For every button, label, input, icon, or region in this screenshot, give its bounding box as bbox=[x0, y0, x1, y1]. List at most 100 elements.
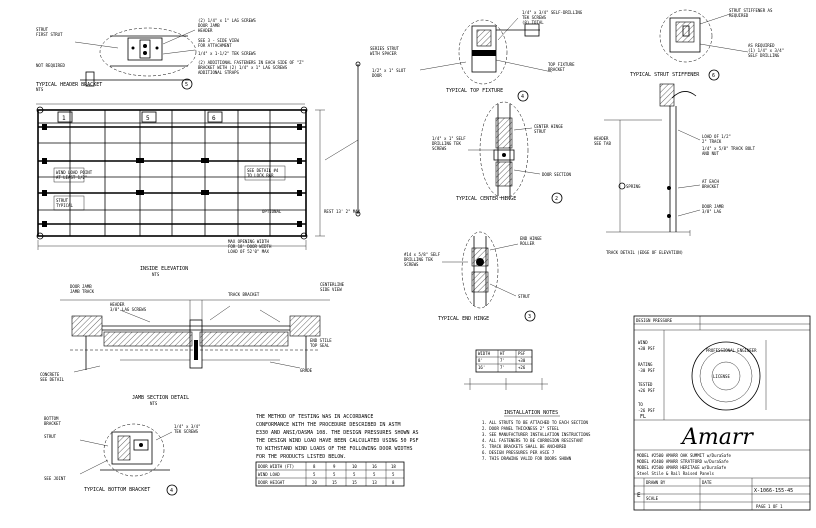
tb-drawing-no: X-1066-155-45 bbox=[754, 488, 793, 494]
center-hinge-title: TYPICAL CENTER HINGE bbox=[456, 196, 516, 202]
bottom-bracket-detail: 4 TYPICAL BOTTOM BRACKET BOTTOM BRACKET … bbox=[44, 416, 201, 496]
bottom-bracket-note-4: TEK SCREWS bbox=[174, 429, 199, 434]
spec-line-0: THE METHOD OF TESTING WAS IN ACCORDANCE bbox=[256, 414, 373, 420]
install-line-0: 1. ALL STRUTS TO BE ATTACHED TO EACH SEC… bbox=[482, 420, 589, 425]
jamb-note-2: HEADER bbox=[110, 302, 125, 307]
end-hinge-note-4: ROLLER bbox=[520, 241, 535, 246]
bracket-note-3: SEE 3 - SIDE VIEW bbox=[198, 38, 240, 43]
install-line-3: 4. ALL FASTENERS TO BE CORROSION RESISTA… bbox=[482, 438, 584, 443]
wind-h1: 8 bbox=[313, 464, 316, 469]
stiffener-note-2: AS REQUIRED bbox=[748, 43, 775, 48]
spec-line-1: CONFORMANCE WITH THE PROCEDURE DESCRIBED… bbox=[256, 422, 401, 428]
wind-r0c5: 5 bbox=[392, 472, 395, 477]
tb-state: FL bbox=[640, 414, 646, 420]
bottom-bracket-tag: 4 bbox=[170, 488, 173, 494]
track-note-0: LOAD OF 1/2" bbox=[702, 134, 731, 139]
wind-r1c0: DOOR HEIGHT bbox=[258, 480, 285, 485]
svg-text:SPRING: SPRING bbox=[626, 184, 641, 189]
wind-h0: DOOR WIDTH (FT) bbox=[258, 464, 294, 469]
small-table-h1: HT bbox=[500, 351, 505, 356]
jamb-note-8: TOP SEAL bbox=[310, 343, 330, 348]
top-fixture-note-2: (8) TOTAL bbox=[522, 20, 544, 25]
small-table-r1c1: 7' bbox=[500, 365, 505, 370]
wind-r1c1: 20 bbox=[312, 480, 317, 485]
elevation-scale: NTS bbox=[152, 272, 160, 277]
tb-row3-label: TO bbox=[638, 402, 643, 407]
jamb-note-4: TRACK BRACKET bbox=[228, 292, 260, 297]
tb-row0-label: WIND bbox=[638, 340, 648, 345]
stiffener-note-4: SELF DRILLING bbox=[748, 53, 780, 58]
small-table-h0: WIDTH bbox=[478, 351, 491, 356]
jamb-title: JAMB SECTION DETAIL bbox=[132, 395, 189, 401]
svg-text:WITH SPACER: WITH SPACER bbox=[370, 51, 397, 56]
center-hinge-note-1: DRILLING TEK bbox=[432, 141, 461, 146]
wind-r0c0: WIND LOAD bbox=[258, 472, 280, 477]
tb-row0-value: +30 PSF bbox=[638, 346, 655, 351]
svg-text:SEE TAB: SEE TAB bbox=[594, 141, 611, 146]
install-title: INSTALLATION NOTES bbox=[504, 410, 558, 416]
small-table-r1c2: +26 bbox=[518, 365, 526, 370]
small-table-r1c0: 16' bbox=[478, 365, 485, 370]
stiffener-tag: 6 bbox=[712, 73, 715, 79]
stiffener-note-3: (1) 1/4" x 3/4" bbox=[748, 48, 784, 53]
install-line-2: 3. SEE MANUFACTURER INSTALLATION INSTRUC… bbox=[482, 432, 591, 437]
seal-text: PROFESSIONAL ENGINEER bbox=[706, 348, 757, 353]
install-line-4: 5. TRACK BRACKETS SHALL BE ANCHORED bbox=[482, 444, 567, 449]
wind-h5: 18 bbox=[391, 464, 396, 469]
jamb-scale: NTS bbox=[150, 401, 158, 406]
wind-r0c4: 5 bbox=[373, 472, 376, 477]
wind-h3: 10 bbox=[352, 464, 357, 469]
install-line-6: 7. THIS DRAWING VALID FOR DOORS SHOWN bbox=[482, 456, 572, 461]
track-detail: LOAD OF 1/2" 2" TRACK 1/4" x 5/8" TRACK … bbox=[594, 83, 756, 255]
top-fixture-note-6: DOOR bbox=[372, 73, 382, 78]
svg-text:NTS: NTS bbox=[36, 87, 44, 92]
jamb-note-0: DOOR JAMB bbox=[70, 284, 92, 289]
title-block: DESIGN PRESSURE WIND +30 PSF RATING -30 … bbox=[633, 315, 811, 511]
bottom-bracket-note-3: 1/4" x 3/4" bbox=[174, 424, 201, 429]
top-fixture-detail: 4 TYPICAL TOP FIXTURE 1/4" x 3/4" SELF-D… bbox=[370, 10, 583, 102]
tb-sheet: PAGE 1 OF 1 bbox=[756, 504, 783, 509]
install-line-5: 6. DESIGN PRESSURES PER ASCE 7 bbox=[482, 450, 555, 455]
elevation-note-3: TYPICAL bbox=[56, 203, 73, 208]
installation-notes: INSTALLATION NOTES 1. ALL STRUTS TO BE A… bbox=[482, 410, 591, 461]
stiffener-note-1: REQUIRED bbox=[729, 13, 749, 18]
bottom-bracket-note-2: STRUT bbox=[44, 434, 57, 439]
elevation-tag-5: 5 bbox=[146, 115, 150, 122]
elevation-height: REST 13' 2" MAX bbox=[324, 209, 361, 214]
track-note-4: AT EACH bbox=[702, 179, 719, 184]
elevation-note-7: MAX OPENING WIDTH bbox=[228, 239, 270, 244]
spec-line-2: E330 AND ANSI/DASMA 108. THE DESIGN PRES… bbox=[256, 430, 419, 436]
center-hinge-note-0: 1/4" x 1" SELF bbox=[432, 136, 466, 141]
top-fixture-title: TYPICAL TOP FIXTURE bbox=[446, 88, 503, 94]
header-bracket-detail: 5 TYPICAL HEADER BRACKET NTS STRUT FIRST… bbox=[36, 18, 304, 92]
elevation-note-2: STRUT bbox=[56, 198, 69, 203]
small-table-h2: PSF bbox=[518, 351, 526, 356]
bracket-tag: 5 bbox=[185, 82, 188, 88]
elevation-note-4: SEE DETAIL #4 bbox=[247, 168, 279, 173]
elevation-note-5: TO LOCK BAR bbox=[247, 173, 274, 178]
end-hinge-note-2: SCREWS bbox=[404, 262, 419, 267]
tb-row2-label: TESTED bbox=[638, 382, 653, 387]
jamb-note-9: GRADE bbox=[300, 368, 313, 373]
elevation-note-1: AT LEAST 1/2" bbox=[56, 175, 87, 180]
bracket-note-4: FOR ATTACHMENT bbox=[198, 43, 232, 48]
wind-r0c2: 5 bbox=[333, 472, 336, 477]
tb-row1-value: -30 PSF bbox=[638, 368, 655, 373]
tb-row1-label: RATING bbox=[638, 362, 653, 367]
spec-line-4: TO WITHSTAND WIND LOADS OF THE FOLLOWING… bbox=[256, 446, 413, 452]
center-hinge-tag: 2 bbox=[555, 196, 558, 202]
track-note-6: DOOR JAMB bbox=[702, 204, 724, 209]
end-hinge-note-3: END HINGE bbox=[520, 236, 542, 241]
tb-rev: E bbox=[637, 492, 641, 499]
bracket-note-1: DOOR JAMB bbox=[198, 23, 220, 28]
engineer-seal bbox=[691, 341, 761, 411]
small-dimension-table: WIDTH HT PSF 8' 7' +30 16' 7' +26 bbox=[464, 349, 548, 390]
elevation-title: INSIDE ELEVATION bbox=[140, 266, 188, 272]
inside-elevation: 1 5 6 WIND LOAD POINT AT LEAST 1/2" STRU… bbox=[36, 103, 361, 277]
spec-note: THE METHOD OF TESTING WAS IN ACCORDANCE … bbox=[256, 414, 419, 460]
tb-drawn-by: DRAWN BY bbox=[646, 480, 666, 485]
small-table-r0c1: 7' bbox=[500, 358, 505, 363]
end-hinge-note-0: #14 x 5/8" SELF bbox=[404, 252, 441, 257]
wind-load-table: DOOR WIDTH (FT) 8 9 10 16 18 WIND LOAD 5… bbox=[255, 461, 405, 487]
